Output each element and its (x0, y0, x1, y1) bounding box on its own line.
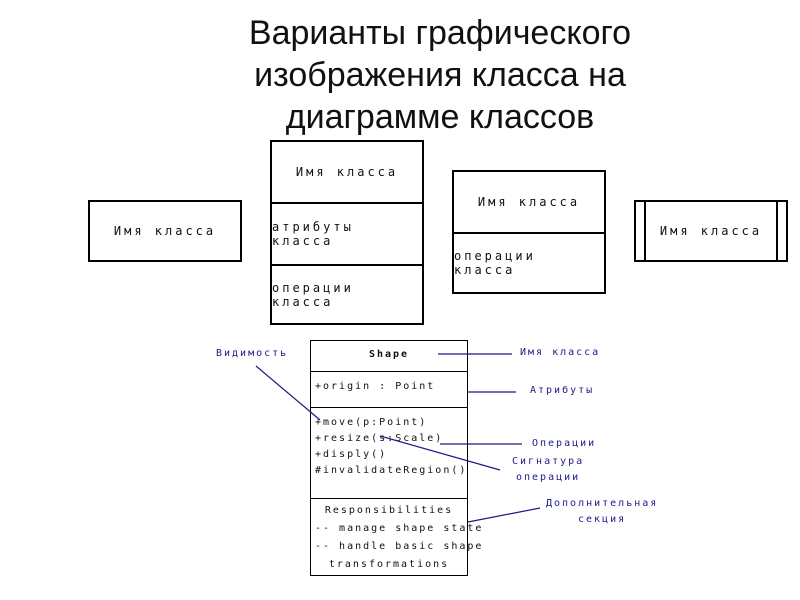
class-variant-simple: Имя класса (88, 200, 242, 262)
annotation-signature-line1: Сигнатура (512, 456, 585, 467)
side-bar-left (644, 202, 646, 260)
shape-extra-line: -- manage shape state (315, 523, 484, 534)
annotation-extra-line1: Дополнительная (546, 498, 659, 509)
class-name-label: Имя класса (659, 224, 763, 238)
shape-operation: +disply() (315, 449, 388, 460)
shape-extra-line: Responsibilities (324, 505, 454, 516)
title-line-3: диаграмме классов (285, 98, 595, 136)
shape-operation: #invalidateRegion() (315, 465, 468, 476)
shape-attribute: +origin : Point (315, 381, 436, 392)
compartment-divider (311, 498, 467, 499)
annotation-visibility: Видимость (216, 348, 289, 359)
compartment-divider (272, 202, 422, 204)
class-attributes-label: атрибуты класса (272, 220, 354, 248)
shape-extra-line: -- handle basic shape (315, 541, 484, 552)
class-variant-full: Имя класса атрибуты класса операции клас… (270, 140, 424, 325)
class-name-label: Имя класса (295, 165, 399, 179)
page-title: Варианты графического изображения класса… (150, 12, 730, 138)
title-line-1: Варианты графического (248, 14, 632, 52)
annotation-operations: Операции (532, 438, 597, 449)
compartment-divider (272, 264, 422, 266)
annotation-class-name: Имя класса (520, 347, 601, 358)
annotation-extra-line2: секция (578, 514, 627, 525)
class-variant-active: Имя класса (634, 200, 788, 262)
connector-signature (379, 435, 501, 471)
shape-class-box: Shape +origin : Point +move(p:Point) +re… (310, 340, 481, 576)
class-name-label: Имя класса (477, 195, 581, 209)
shape-extra-line: transformations (328, 559, 450, 570)
class-variant-operations: Имя класса операции класса (452, 170, 606, 294)
shape-operation: +resize(s:Scale) (315, 433, 444, 444)
annotation-attributes: Атрибуты (530, 385, 595, 396)
compartment-divider (454, 232, 604, 234)
connector-extra (467, 507, 541, 523)
compartment-divider (311, 371, 467, 372)
class-name-label: Имя класса (113, 224, 217, 238)
title-line-2: изображения класса на (254, 56, 626, 94)
class-operations-label: операции класса (454, 249, 536, 277)
compartment-divider (311, 407, 467, 408)
shape-operation: +move(p:Point) (315, 417, 428, 428)
connector-visibility (255, 365, 321, 421)
annotation-signature-line2: операции (516, 472, 581, 483)
class-operations-label: операции класса (272, 280, 354, 309)
shape-class-name: Shape (368, 349, 410, 360)
side-bar-right (776, 202, 778, 260)
